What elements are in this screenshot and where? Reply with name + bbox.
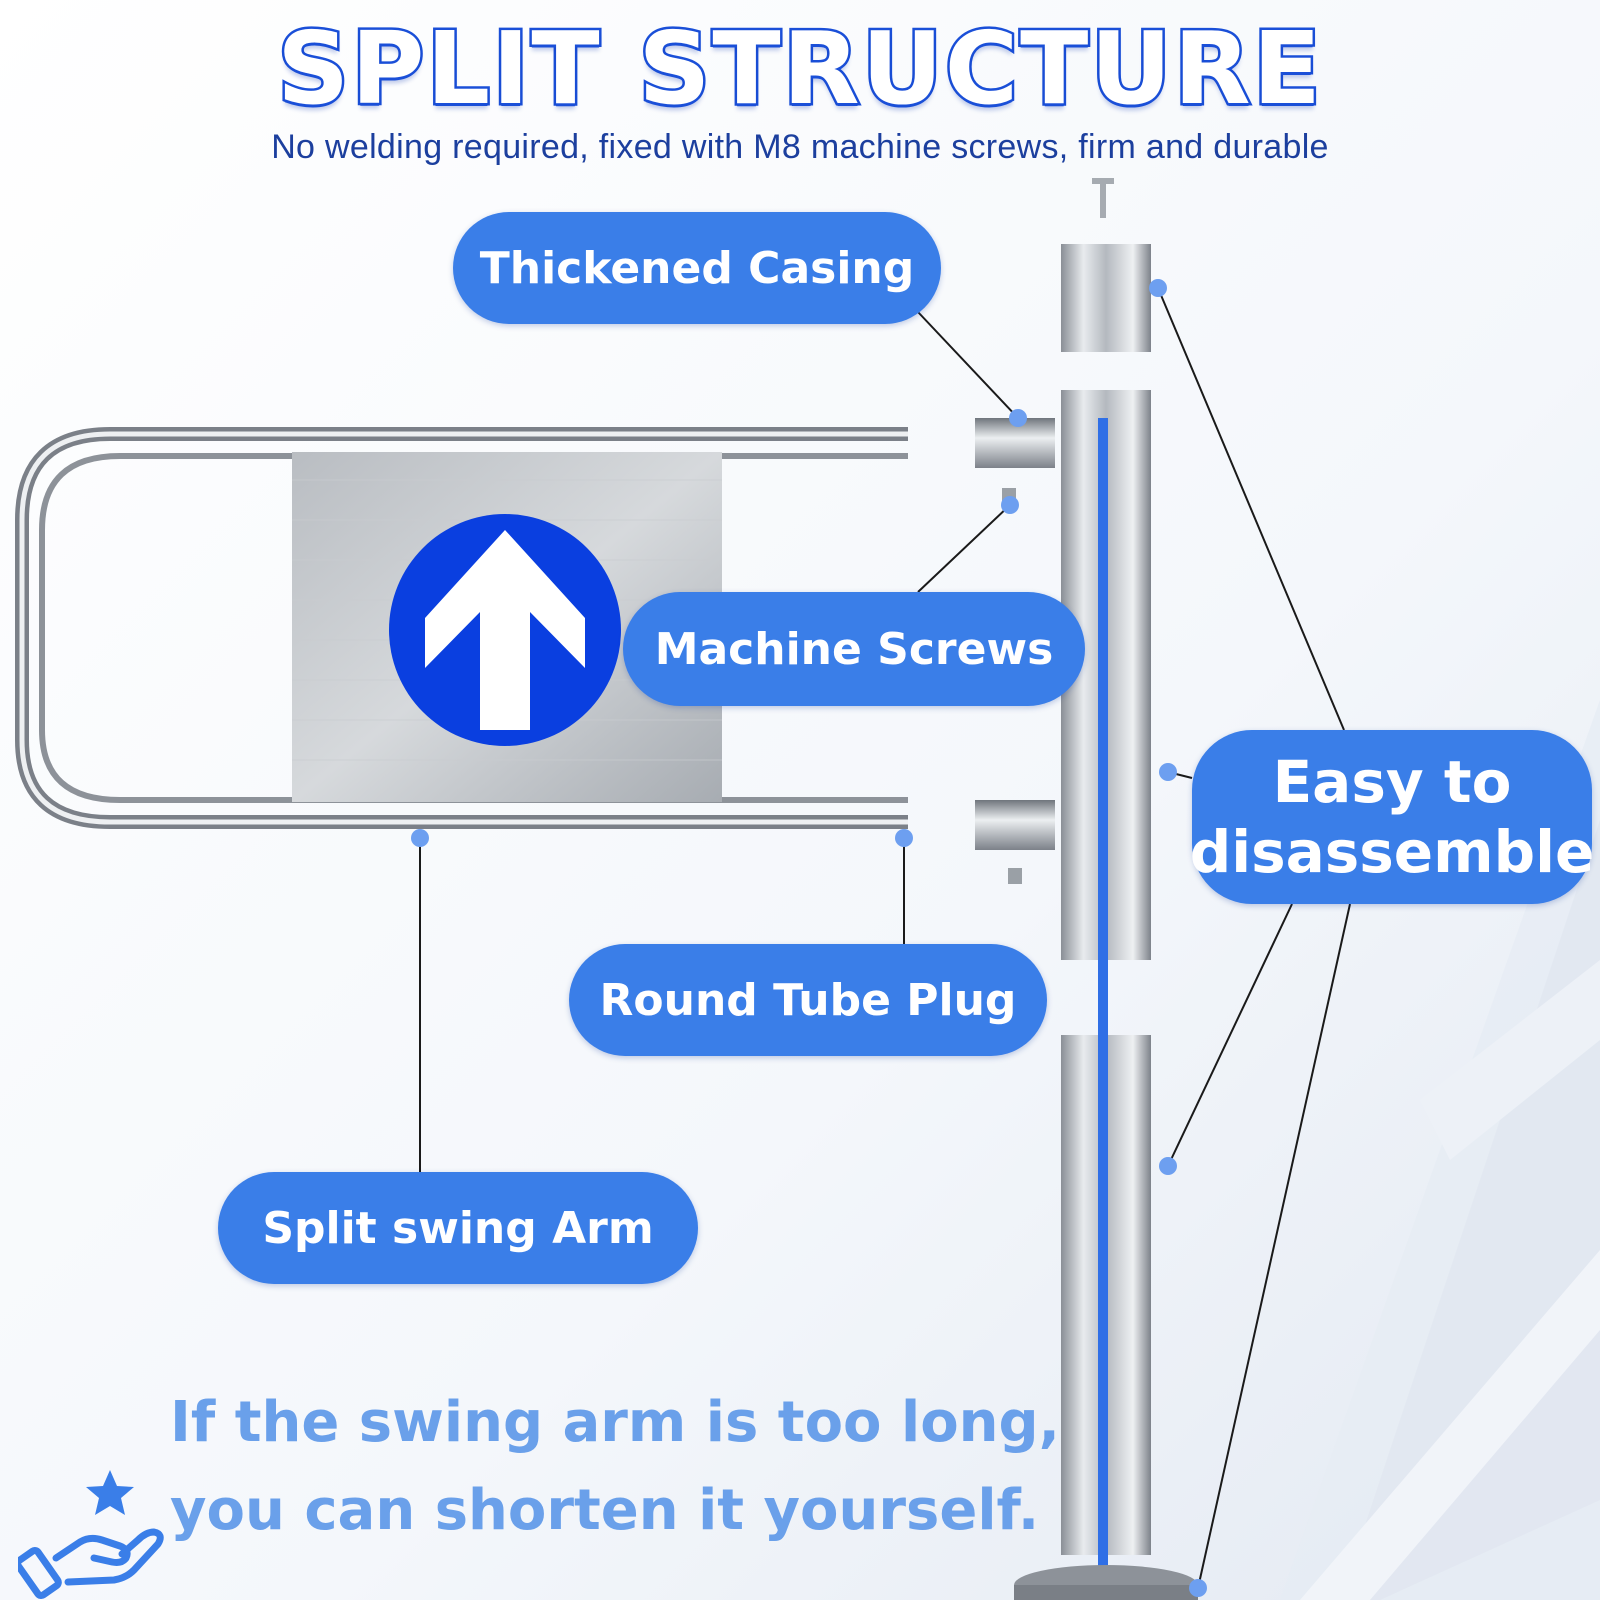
callout-label-line1: Easy to — [1272, 748, 1512, 816]
hand-star-icon — [18, 1470, 164, 1600]
callout-thickened-casing: Thickened Casing — [453, 212, 941, 324]
callout-label-line2: disassemble — [1189, 818, 1595, 886]
leader-lines — [419, 287, 1351, 1589]
callout-label: Round Tube Plug — [599, 974, 1017, 1026]
callout-easy-to-disassemble: Easy to disassemble — [1189, 730, 1595, 904]
callout-split-swing-arm: Split swing Arm — [218, 1172, 698, 1284]
tip-line-1: If the swing arm is too long, — [170, 1390, 1060, 1455]
up-arrow-icon — [389, 514, 621, 746]
callout-label: Split swing Arm — [262, 1202, 654, 1254]
callout-dots — [411, 279, 1207, 1597]
callout-machine-screws: Machine Screws — [623, 592, 1085, 706]
tip-line-2: you can shorten it yourself. — [170, 1478, 1040, 1543]
arm-connectors — [975, 418, 1055, 884]
turnstile-pole — [1014, 178, 1198, 1600]
swing-arm-frame — [15, 427, 908, 829]
callout-label: Machine Screws — [654, 623, 1054, 675]
page-subtitle: No welding required, fixed with M8 machi… — [271, 128, 1329, 166]
callout-round-tube-plug: Round Tube Plug — [569, 944, 1047, 1056]
callout-label: Thickened Casing — [479, 242, 915, 294]
page-title: SPLIT STRUCTURE — [275, 10, 1324, 127]
